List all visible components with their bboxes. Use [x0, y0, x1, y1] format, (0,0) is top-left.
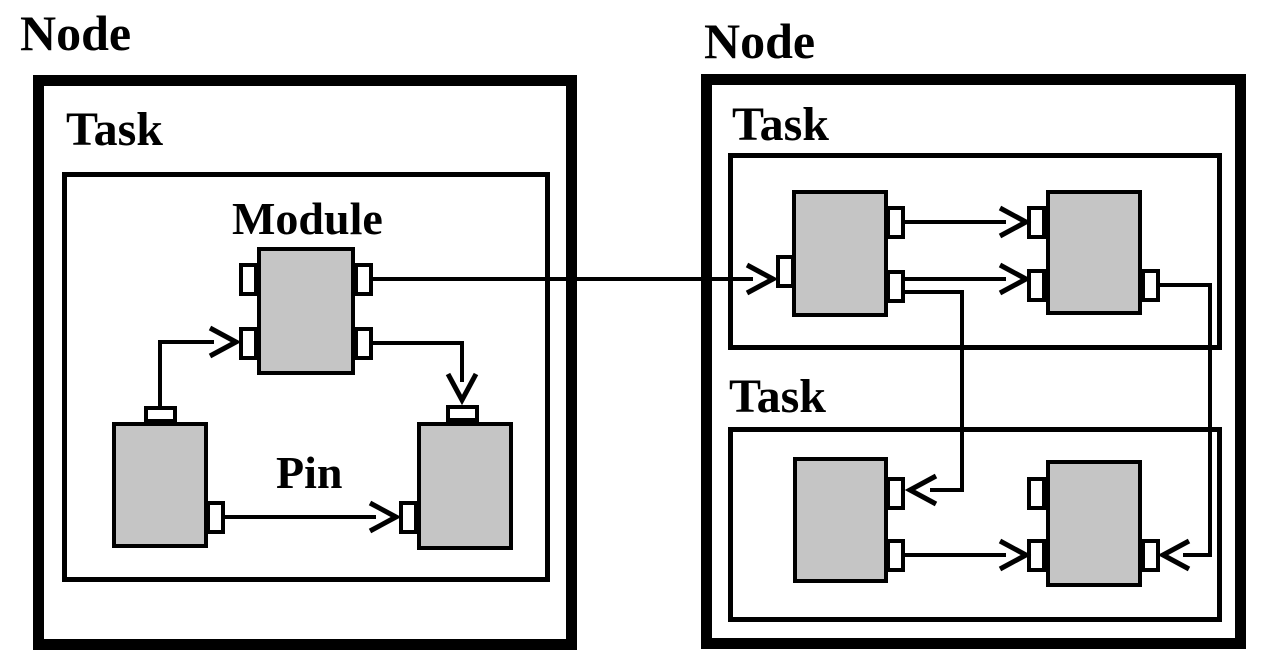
left-task-box	[62, 172, 550, 582]
right-top-left-module-right-pin-1	[886, 206, 905, 239]
left-center-module-right-pin-1	[354, 263, 373, 296]
right-top-left-module	[792, 190, 888, 317]
right-bottom-right-module-left-pin-2	[1027, 539, 1046, 572]
left-bottom-right-module	[417, 422, 513, 550]
left-bottom-left-module-right-pin	[206, 501, 225, 534]
left-node-label: Node	[20, 5, 132, 61]
right-top-right-module	[1046, 190, 1142, 315]
left-bottom-left-module-top-pin	[144, 406, 177, 423]
right-top-right-module-left-pin-2	[1027, 269, 1046, 302]
left-center-module-left-pin-1	[239, 263, 258, 296]
right-top-left-module-left-pin	[776, 255, 795, 288]
right-bottom-right-module-left-pin-1	[1027, 477, 1046, 510]
right-bottom-left-module-right-pin-1	[886, 477, 905, 510]
right-bottom-left-module-right-pin-2	[886, 539, 905, 572]
right-task-bottom-label: Task	[729, 370, 826, 423]
left-bottom-right-module-top-pin	[446, 405, 479, 422]
right-task-bottom-box	[728, 427, 1222, 622]
left-center-module-left-pin-2	[239, 327, 258, 360]
right-top-right-module-left-pin-1	[1027, 206, 1046, 239]
left-task-label: Task	[66, 103, 163, 156]
right-task-top-box	[728, 153, 1222, 350]
left-center-module	[257, 247, 355, 375]
left-node-box	[33, 75, 577, 650]
right-bottom-right-module-right-pin	[1141, 539, 1160, 572]
left-center-module-right-pin-2	[354, 327, 373, 360]
right-top-right-module-right-pin	[1141, 269, 1160, 302]
pin-annotation-label: Pin	[276, 447, 343, 498]
right-bottom-right-module	[1046, 460, 1142, 587]
module-annotation-label: Module	[232, 193, 383, 244]
right-task-top-label: Task	[732, 98, 829, 151]
right-node-box	[701, 74, 1246, 649]
right-top-left-module-right-pin-2	[886, 270, 905, 303]
left-bottom-left-module	[112, 422, 208, 548]
left-bottom-right-module-left-pin	[399, 501, 418, 534]
right-node-label: Node	[704, 13, 816, 69]
right-bottom-left-module	[793, 457, 888, 583]
